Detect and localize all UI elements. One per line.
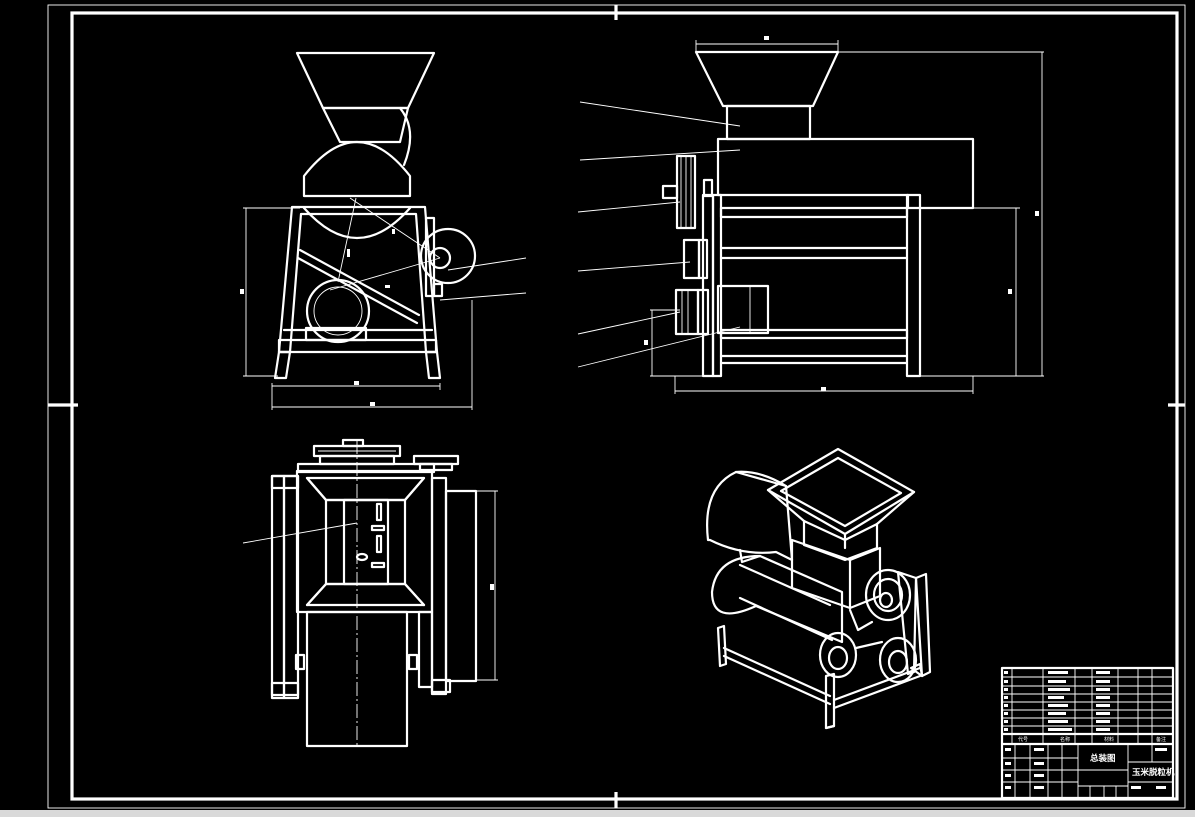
product-name: 玉米脱粒机 — [1132, 767, 1175, 778]
title-block: 代号 名称 材料 备注 总装图 玉米脱粒机 — [1000, 666, 1175, 800]
isometric-view — [706, 447, 932, 730]
header-code: 代号 — [1018, 736, 1028, 743]
header-material: 材料 — [1104, 736, 1114, 743]
drawing-name: 总装图 — [1090, 753, 1116, 764]
header-remark: 备注 — [1156, 736, 1166, 743]
sheet-frame — [47, 4, 1186, 809]
header-name: 名称 — [1060, 736, 1070, 743]
top-view — [242, 438, 498, 748]
front-view — [240, 51, 527, 410]
side-view — [577, 36, 1044, 394]
status-bar — [0, 810, 1195, 817]
